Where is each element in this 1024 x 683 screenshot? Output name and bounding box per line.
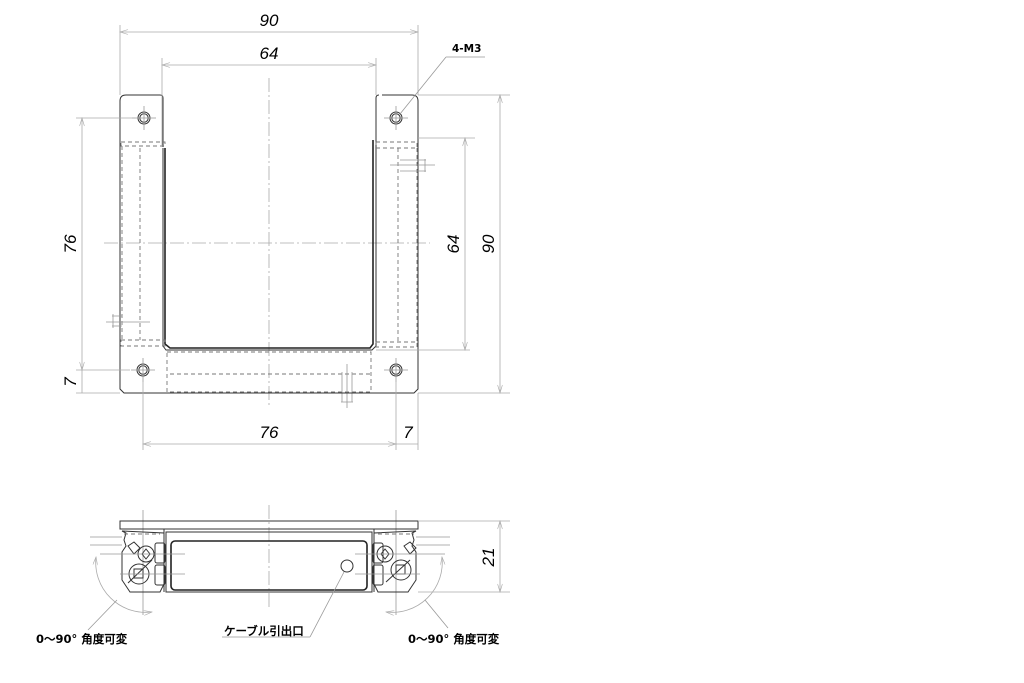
mounting-hole-bottom-left <box>131 358 155 382</box>
body-frame <box>165 531 373 593</box>
hole-spec-callout: 4-M3 <box>452 43 481 55</box>
u-channel-inner <box>164 140 374 349</box>
mounting-hole-bottom-right <box>384 358 408 382</box>
angle-label-left: 0～90° 角度可変 <box>36 632 128 646</box>
side-view: 21 0～90° 角度可変 ケーブル引出口 0～90° 角度可変 <box>36 505 510 646</box>
dim-inner-width: 64 <box>260 44 279 63</box>
dim-left-pitch: 76 <box>61 234 80 253</box>
angle-arc-left <box>96 557 152 612</box>
hidden-line <box>120 141 166 147</box>
hidden-line <box>166 351 372 393</box>
hidden-line <box>120 339 166 347</box>
hidden-line <box>375 141 418 149</box>
mounting-hole-top-left <box>132 106 156 130</box>
angle-label-right: 0～90° 角度可変 <box>408 632 500 646</box>
dim-overall-width: 90 <box>260 11 279 30</box>
top-plate <box>119 520 419 530</box>
screw-hidden-left <box>112 314 122 328</box>
dim-bottom-offset: 7 <box>403 423 413 442</box>
dim-height: 21 <box>479 548 498 568</box>
hidden-line <box>375 341 418 348</box>
dim-bottom-pitch: 76 <box>260 423 279 442</box>
dim-right-overall: 90 <box>479 234 498 253</box>
leader-cable-exit <box>309 571 345 638</box>
dim-left-offset: 7 <box>61 377 80 387</box>
leader-right-angle <box>424 599 449 629</box>
top-view: 90 64 4-M3 76 7 64 90 76 7 <box>61 11 510 450</box>
leader-left-angle <box>87 599 118 631</box>
hinge-right <box>355 530 450 593</box>
cable-exit-label: ケーブル引出口 <box>224 624 304 638</box>
screw-hidden-right <box>400 159 426 172</box>
sensor-housing <box>170 540 368 591</box>
mounting-hole-top-right <box>384 106 408 130</box>
left-bracket-outline <box>119 94 164 394</box>
leader-hole-spec <box>399 56 447 115</box>
angle-arc-right <box>386 557 442 612</box>
u-channel-outer <box>162 140 377 351</box>
right-bracket-outline <box>374 94 419 394</box>
dim-right-inner: 64 <box>444 235 463 254</box>
cable-exit-hole <box>340 559 354 573</box>
